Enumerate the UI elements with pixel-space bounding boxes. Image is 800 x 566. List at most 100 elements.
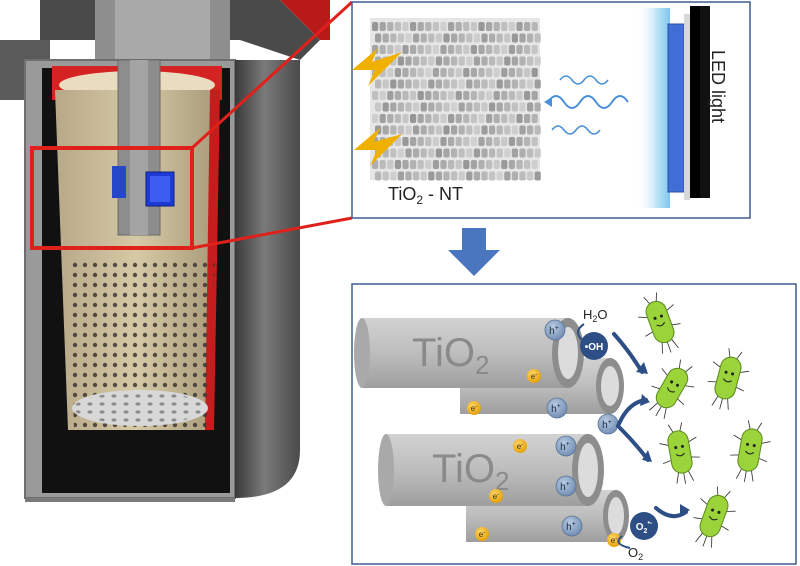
- nanotube-cell: [382, 171, 389, 181]
- nanotube-cell: [428, 56, 435, 66]
- nanotube-cell: [473, 148, 480, 158]
- nanotube-cell: [402, 137, 409, 146]
- nanotube-cell: [372, 114, 379, 123]
- nanotube-cell: [501, 160, 508, 169]
- nanotube-cell: [382, 79, 389, 89]
- nanotube-cell: [470, 160, 477, 169]
- nanotube-cell: [432, 68, 439, 77]
- nanotube-cell: [501, 22, 508, 31]
- nanotube-cell: [470, 68, 477, 77]
- nanotube-cell: [402, 91, 409, 100]
- nanotube-cell: [379, 114, 386, 123]
- svg-text:h+: h+: [602, 419, 612, 431]
- nanotube-cell: [379, 160, 386, 169]
- nanotube-cell: [511, 33, 518, 43]
- nanotube-cell: [534, 171, 541, 181]
- nanotube-cell: [458, 33, 465, 43]
- nanotube-cell: [420, 33, 427, 43]
- nanotube-cell: [531, 137, 538, 146]
- nanotube-cell: [428, 79, 435, 89]
- nanotube-cell: [420, 125, 427, 135]
- hole-particle: h+: [597, 413, 619, 435]
- down-arrow-icon: [448, 228, 500, 276]
- nanotube-cell: [524, 160, 531, 169]
- nanotube-cell: [519, 171, 526, 181]
- svg-text:h+: h+: [566, 521, 576, 533]
- nanotube-cell: [466, 171, 473, 181]
- nanotube-cell: [372, 22, 379, 31]
- nanotube-cell: [448, 160, 455, 169]
- nanotube-cell: [451, 125, 458, 135]
- nanotube-cell: [425, 137, 432, 146]
- nanotube-array: [370, 18, 541, 181]
- nanotube-cell: [481, 171, 488, 181]
- nanotube-cell: [410, 22, 417, 31]
- nanotube-cell: [432, 114, 439, 123]
- nanotube-cell: [387, 160, 394, 169]
- nanotube-cell: [417, 137, 424, 146]
- nanotube-cell: [410, 160, 417, 169]
- nanotube-cell: [489, 102, 496, 112]
- svg-text:h+: h+: [560, 441, 570, 453]
- nanotube-cell: [435, 171, 442, 181]
- nanotube-cell: [417, 114, 424, 123]
- nanotube-cell: [519, 102, 526, 112]
- nanotube-cell: [455, 45, 462, 54]
- nanotube-cell: [413, 56, 420, 66]
- nanotube-cell: [372, 91, 379, 100]
- mechanism-panel: TiO2 TiO2 h+h+h+h+h+h+ e-e-e-e-e-e- H2O …: [351, 283, 797, 565]
- nanotube-cell: [466, 102, 473, 112]
- nanotube-cell: [527, 125, 534, 135]
- nanotube-cell: [420, 148, 427, 158]
- nanotube-cell: [425, 68, 432, 77]
- nanotube-cell: [496, 79, 503, 89]
- nanotube-cell: [531, 45, 538, 54]
- nanotube-cell: [511, 79, 518, 89]
- nanotube-cell: [455, 68, 462, 77]
- nanotube-cell: [405, 102, 412, 112]
- nanotube: [378, 434, 604, 506]
- svg-text:e-: e-: [471, 404, 477, 413]
- nanotube-cell: [417, 45, 424, 54]
- nanotube-cell: [496, 125, 503, 135]
- nanotube-cell: [516, 114, 523, 123]
- nanotube-cell: [481, 79, 488, 89]
- nanotube-cell: [394, 22, 401, 31]
- nanotube-cell: [394, 160, 401, 169]
- nanotube-cell: [534, 79, 541, 89]
- nanotube-cell: [382, 125, 389, 135]
- nanotube-cell: [451, 171, 458, 181]
- nanotube-cell: [481, 56, 488, 66]
- electron-particle: e-: [475, 527, 489, 541]
- nanotube-cell: [390, 125, 397, 135]
- nanotube-cell: [443, 33, 450, 43]
- nanotube-cell: [511, 102, 518, 112]
- nanotube-cell: [410, 114, 417, 123]
- nanotube-cell: [486, 91, 493, 100]
- nanotube-cell: [420, 102, 427, 112]
- nanotube-cell: [405, 148, 412, 158]
- nanotube-cell: [534, 148, 541, 158]
- nanotube-cell: [458, 79, 465, 89]
- lightning-bolt-icon: [352, 48, 402, 86]
- nanotube-cell: [387, 68, 394, 77]
- nanotube-cell: [372, 45, 379, 54]
- nanotube-cell: [405, 79, 412, 89]
- nanotube-cell: [527, 79, 534, 89]
- nanotube-cell: [425, 22, 432, 31]
- superoxide-radical: O2•-: [630, 512, 658, 540]
- nanotube-cell: [504, 171, 511, 181]
- nanotube-cell: [432, 22, 439, 31]
- nanotube-cell: [413, 102, 420, 112]
- nanotube-cell: [470, 137, 477, 146]
- nanotube-cell: [458, 56, 465, 66]
- nanotube-panel: LED light TiO2 - NT: [351, 1, 751, 219]
- nanotube-cell: [432, 91, 439, 100]
- nanotube-cell: [508, 114, 515, 123]
- nanotube-cell: [428, 171, 435, 181]
- nanotube-cell: [470, 22, 477, 31]
- nanotube-cell: [451, 102, 458, 112]
- nanotube-cell: [413, 171, 420, 181]
- nanotube-cell: [428, 33, 435, 43]
